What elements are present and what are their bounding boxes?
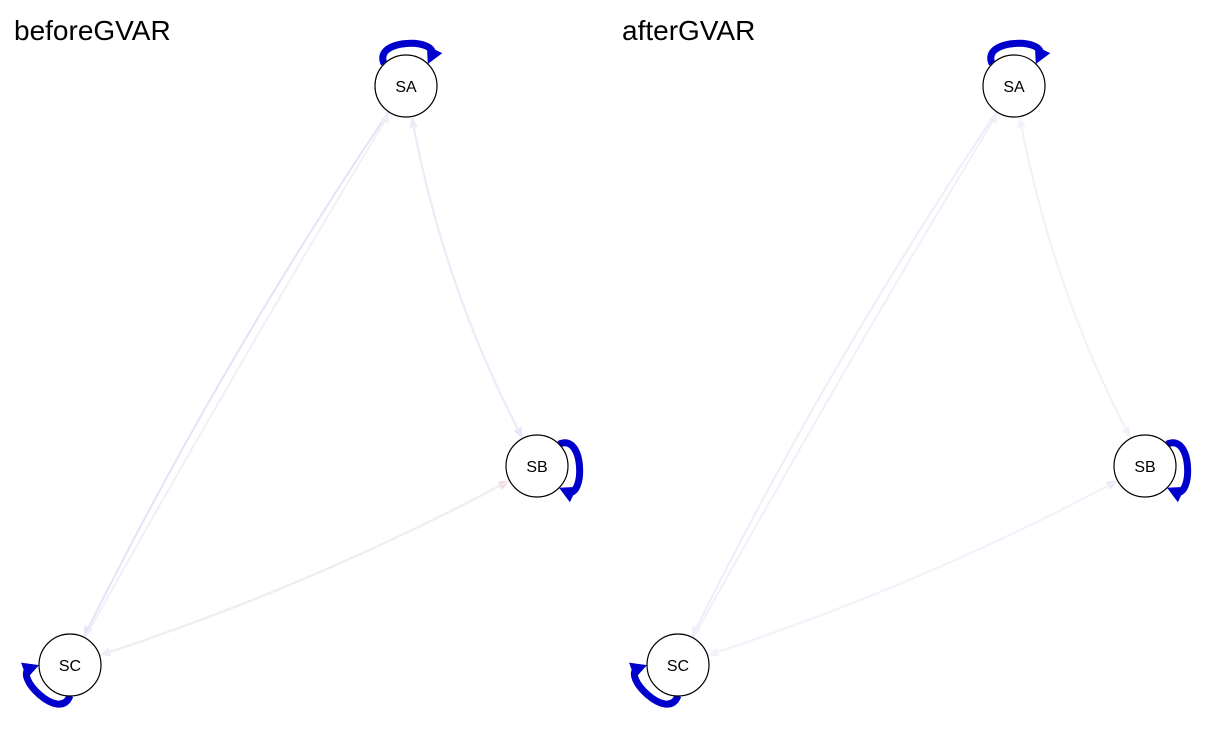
- panel-after-gvar: SA SB SC afterGVAR: [608, 0, 1216, 751]
- node-circle: [505, 434, 569, 498]
- edge-sb-to-sc: [99, 479, 511, 657]
- node-circle: [646, 633, 710, 697]
- panel-title: beforeGVAR: [14, 15, 171, 46]
- node-label: SA: [1003, 79, 1025, 96]
- arrowhead: [1167, 486, 1186, 503]
- node-sc: SC: [646, 633, 710, 697]
- node-label: SC: [667, 658, 689, 675]
- node-sa: SA: [982, 54, 1046, 118]
- edge-line: [84, 116, 389, 639]
- node-circle: [982, 54, 1046, 118]
- edge-sa-to-sa: [987, 39, 1051, 66]
- edge-line: [711, 479, 1119, 655]
- panel-title: afterGVAR: [622, 15, 756, 46]
- edge-line: [693, 111, 998, 634]
- arrowhead: [559, 486, 578, 503]
- node-label: SC: [59, 658, 81, 675]
- edge-line: [85, 111, 390, 634]
- edge-sa-to-sb: [1018, 116, 1131, 439]
- node-circle: [1113, 434, 1177, 498]
- node-circle: [374, 54, 438, 118]
- node-sb: SB: [1113, 434, 1177, 498]
- arrowhead: [380, 112, 390, 125]
- network-graph-after-gvar: SA SB SC: [629, 39, 1192, 708]
- network-graph-before-gvar: SA SB SC: [21, 39, 584, 708]
- edge-sc-to-sc: [21, 662, 74, 708]
- edge-sa-to-sb: [410, 116, 523, 439]
- node-label: SB: [526, 459, 547, 476]
- arrowhead: [988, 112, 998, 125]
- edge-sb-to-sa: [1017, 116, 1132, 439]
- edge-line: [99, 482, 506, 657]
- edge-sb-to-sb: [1165, 439, 1192, 503]
- node-label: SA: [395, 79, 417, 96]
- node-circle: [38, 633, 102, 697]
- edge-line: [103, 479, 511, 655]
- arrowhead: [99, 647, 112, 657]
- node-label: SB: [1134, 459, 1155, 476]
- edge-sc-to-sc: [629, 662, 682, 708]
- edge-line: [707, 482, 1114, 657]
- edge-line: [1019, 121, 1132, 439]
- edge-line: [692, 116, 997, 639]
- edge-line: [1018, 116, 1130, 435]
- edge-line: [410, 116, 522, 435]
- edge-sa-to-sa: [379, 39, 443, 66]
- arrowhead: [1017, 116, 1027, 129]
- edge-line: [411, 121, 524, 439]
- arrowhead: [707, 647, 720, 657]
- edge-sb-to-sa: [409, 116, 524, 439]
- panel-before-gvar: SA SB SC beforeGVAR: [14, 15, 584, 708]
- arrowhead: [629, 662, 648, 679]
- edge-sc-to-sa: [84, 112, 390, 639]
- node-sc: SC: [38, 633, 102, 697]
- edge-sc-to-sb: [99, 480, 510, 657]
- arrowhead: [426, 45, 443, 64]
- edge-sb-to-sb: [557, 439, 584, 503]
- arrowhead: [21, 662, 40, 679]
- edge-sc-to-sa: [692, 112, 998, 639]
- edge-sc-to-sb: [707, 480, 1118, 657]
- arrowhead: [1034, 45, 1051, 64]
- arrowhead: [409, 116, 419, 129]
- node-sb: SB: [505, 434, 569, 498]
- node-sa: SA: [374, 54, 438, 118]
- edge-sb-to-sc: [707, 479, 1119, 657]
